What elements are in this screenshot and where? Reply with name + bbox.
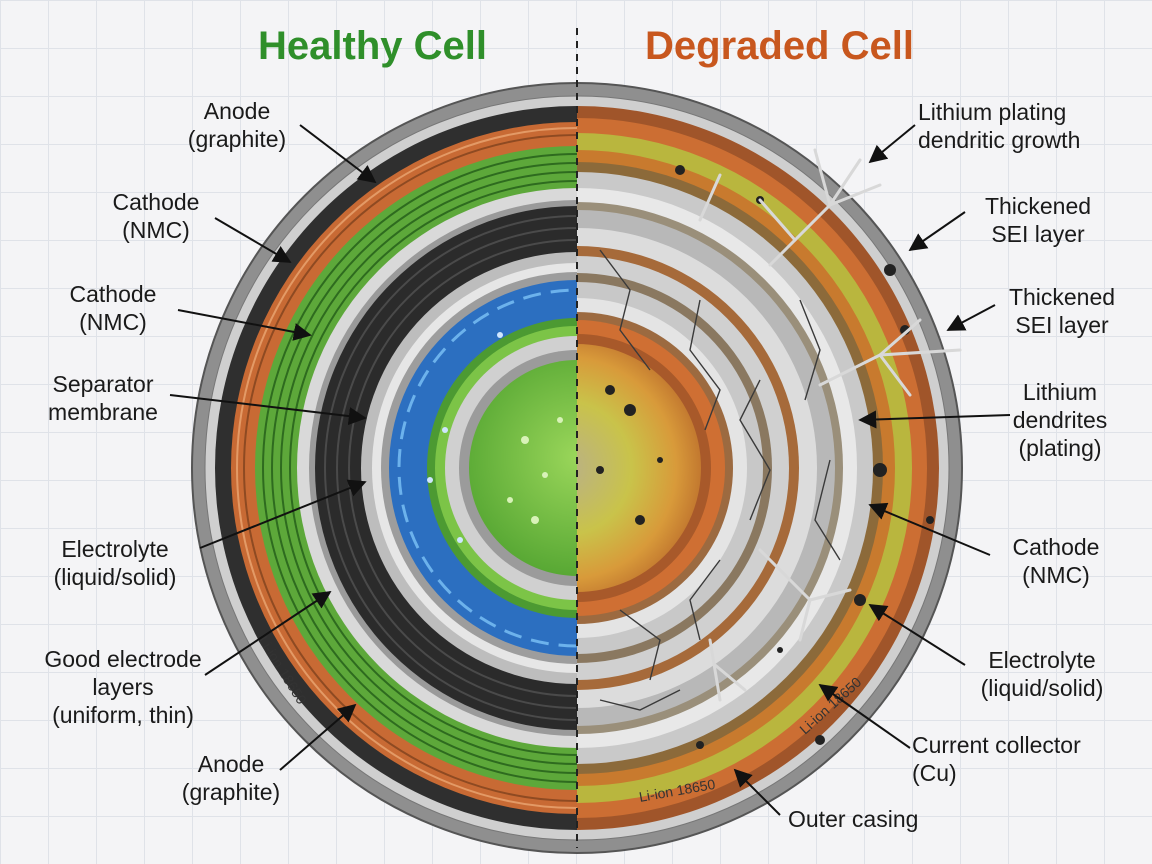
label-anode-top: Anode (graphite)	[187, 98, 287, 152]
label-cathode-2: Cathode (NMC)	[69, 281, 157, 335]
label-electrolyte-left: Electrolyte (liquid/solid)	[53, 536, 177, 590]
left-arrows	[169, 124, 377, 771]
degraded-half	[577, 106, 962, 830]
label-lithium-dendrites: Lithium dendrites (plating)	[1012, 379, 1108, 461]
label-cathode-right: Cathode (NMC)	[1012, 534, 1100, 588]
label-electrolyte-right: Electrolyte (liquid/solid)	[980, 647, 1104, 701]
label-current-collector: Current collector (Cu)	[912, 732, 1081, 786]
healthy-half	[215, 106, 577, 830]
label-sei-2: Thickened SEI layer	[1008, 284, 1116, 338]
label-sei-1: Thickened SEI layer	[984, 193, 1092, 247]
right-arrows	[733, 124, 1011, 816]
label-anode-bottom: Anode (graphite)	[181, 751, 281, 805]
healthy-cell-title: Healthy Cell	[258, 24, 487, 68]
degraded-cell-title: Degraded Cell	[645, 24, 914, 68]
label-cathode-1: Cathode (NMC)	[112, 189, 200, 243]
label-good-layers: Good electrode layers (uniform, thin)	[44, 646, 202, 728]
label-separator: Separator membrane	[48, 371, 158, 425]
label-lithium-plating: Lithium plating dendritic growth	[918, 99, 1081, 153]
label-outer-casing: Outer casing	[788, 806, 919, 832]
